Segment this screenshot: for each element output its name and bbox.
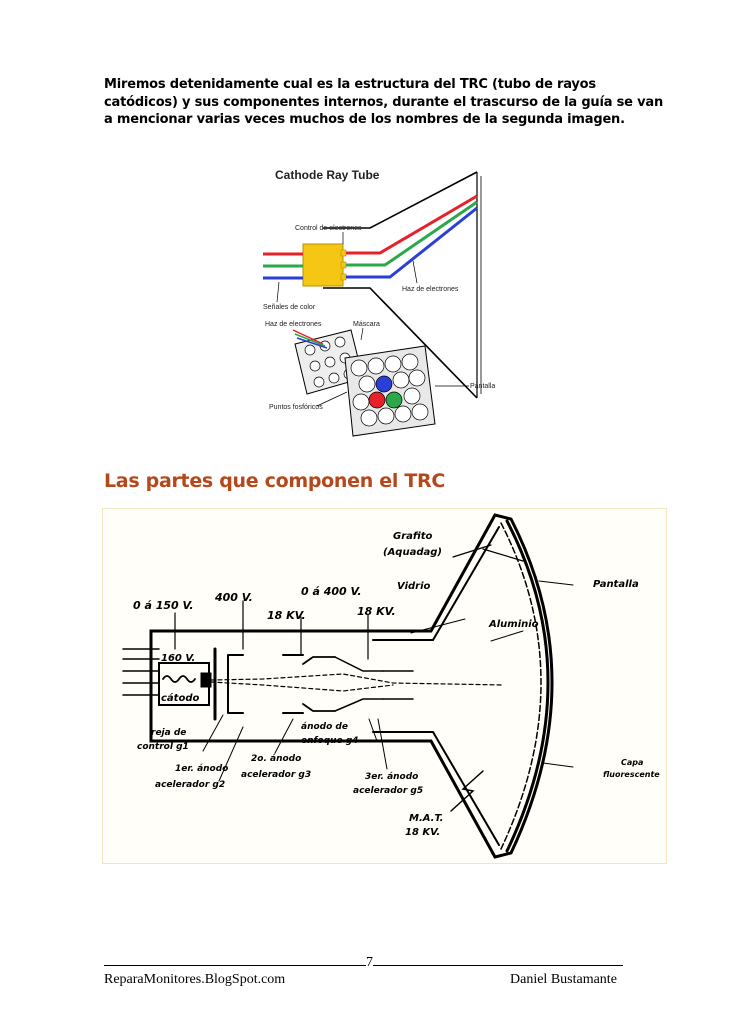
- label-pantalla: Pantalla: [470, 383, 495, 390]
- label-control: Control de electrones: [295, 225, 362, 232]
- label-anodo1a: 1er. ánodo: [175, 764, 228, 774]
- red-phosphor-dot: [368, 391, 386, 409]
- fig1-title: Cathode Ray Tube: [275, 168, 380, 182]
- label-reja2: control g1: [137, 742, 189, 752]
- label-enfoque1: ánodo de: [301, 722, 348, 732]
- footer-author: Daniel Bustamante: [510, 972, 617, 987]
- electron-gun: [302, 243, 344, 287]
- label-anodo3a: 3er. ánodo: [365, 772, 418, 782]
- label-catodo: cátodo: [161, 692, 199, 704]
- section-heading: Las partes que componen el TRC: [104, 470, 446, 492]
- intro-paragraph: Miremos detenidamente cual es la estruct…: [104, 77, 664, 127]
- label-aquadag: (Aquadag): [383, 547, 442, 558]
- footer-rule: 7: [104, 953, 624, 971]
- trc-components-figure: Grafito (Aquadag) Vidrio Pantalla Alumin…: [102, 508, 667, 864]
- label-puntos: Puntos fosfóricos: [269, 404, 323, 411]
- label-haz: Haz de electrones: [402, 286, 459, 293]
- tube-glass-outline: [149, 513, 554, 859]
- label-mat1: M.A.T.: [409, 813, 443, 824]
- label-vidrio: Vidrio: [397, 581, 431, 592]
- label-v160: 160 V.: [161, 653, 195, 664]
- blue-beam: [346, 206, 478, 279]
- trc-components-diagram: Grafito (Aquadag) Vidrio Pantalla Alumin…: [122, 513, 660, 859]
- label-v0400: 0 á 400 V.: [301, 585, 362, 598]
- label-capa1: Capa: [621, 758, 643, 767]
- label-mat2: 18 KV.: [405, 827, 440, 838]
- label-aluminio: Aluminio: [488, 619, 539, 630]
- green-beam: [346, 200, 478, 267]
- page-number: 7: [366, 955, 373, 970]
- label-anodo2b: acelerador g3: [241, 770, 311, 780]
- tube-outline: [323, 171, 478, 399]
- electron-beam: [210, 673, 504, 692]
- label-grafito: Grafito: [393, 531, 433, 542]
- footer-site: ReparaMonitores.BlogSpot.com: [104, 972, 286, 987]
- label-reja1: reja de: [151, 728, 186, 738]
- label-kv18a: 18 KV.: [267, 609, 306, 622]
- cathode-ray-tube-diagram: Cathode Ray Tube Control de electrones H…: [263, 168, 495, 437]
- label-v400: 400 V.: [214, 591, 253, 604]
- label-kv18b: 18 KV.: [357, 605, 396, 618]
- label-mascara: Máscara: [353, 321, 380, 328]
- label-anodo2a: 2o. ánodo: [251, 754, 301, 764]
- label-capa2: fluorescente: [603, 770, 660, 779]
- green-phosphor-dot: [385, 391, 403, 409]
- red-beam: [346, 194, 478, 255]
- label-anodo3b: acelerador g5: [353, 786, 423, 796]
- label-senales: Señales de color: [263, 304, 316, 311]
- label-haz2: Haz de electrones: [265, 321, 322, 328]
- label-anodo1b: acelerador g2: [155, 780, 225, 790]
- label-pantalla2: Pantalla: [593, 579, 639, 590]
- label-enfoque2: enfoque g4: [301, 736, 358, 746]
- blue-phosphor-dot: [375, 375, 393, 393]
- label-v0150: 0 á 150 V.: [133, 599, 194, 612]
